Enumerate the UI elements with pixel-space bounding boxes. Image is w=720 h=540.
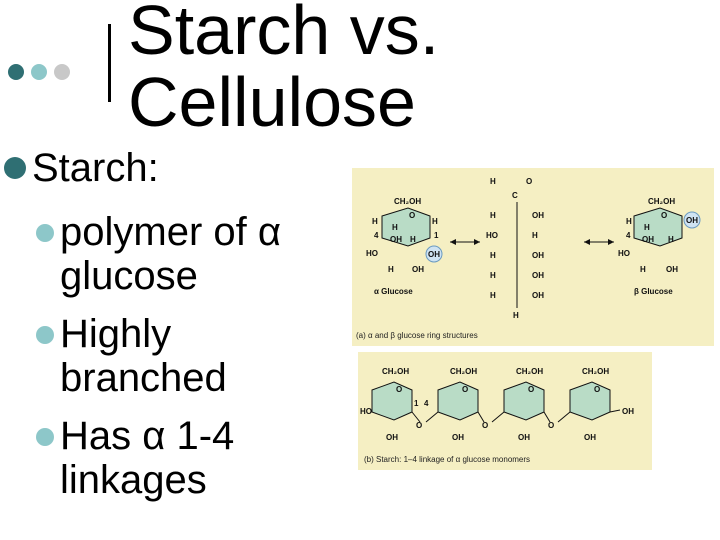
atom-label: 1 bbox=[434, 231, 439, 240]
atom-label: OH bbox=[452, 433, 464, 442]
starch-chain: CH₂OH O HO OH 1 4 O CH₂OH O OH O CH₂OH O… bbox=[360, 367, 634, 442]
atom-label: O bbox=[416, 421, 422, 430]
atom-label: CH₂OH bbox=[648, 197, 675, 206]
atom-label: H bbox=[490, 251, 496, 260]
atom-label: H bbox=[410, 235, 416, 244]
atom-label: O bbox=[548, 421, 554, 430]
starch-heading: Starch: bbox=[4, 146, 159, 190]
atom-label: OH bbox=[428, 250, 440, 259]
figure-a-caption: (a) α and β glucose ring structures bbox=[356, 331, 478, 340]
atom-label: O bbox=[528, 385, 534, 394]
atom-label: OH bbox=[622, 407, 634, 416]
title-line-1: Starch vs. bbox=[128, 0, 440, 69]
atom-label: O bbox=[482, 421, 488, 430]
atom-label: HO bbox=[618, 249, 630, 258]
atom-label: H bbox=[490, 177, 496, 186]
atom-label: O bbox=[396, 385, 402, 394]
atom-label: H bbox=[532, 231, 538, 240]
bullet-line: polymer of α bbox=[60, 210, 281, 254]
atom-label: H bbox=[490, 211, 496, 220]
atom-label: H bbox=[640, 265, 646, 274]
alpha-glucose-label: α Glucose bbox=[374, 287, 413, 296]
atom-label: OH bbox=[686, 216, 698, 225]
atom-label: H bbox=[372, 217, 378, 226]
bullet-line: glucose bbox=[60, 254, 198, 298]
heading-text: Starch: bbox=[32, 146, 159, 190]
atom-label: O bbox=[526, 177, 532, 186]
open-chain-glucose: H O C H OH HO H H OH H OH H OH H bbox=[486, 177, 544, 320]
atom-label: 1 bbox=[414, 399, 419, 408]
atom-label: H bbox=[388, 265, 394, 274]
atom-label: OH bbox=[412, 265, 424, 274]
bullet-item: Highly branched bbox=[32, 312, 362, 400]
atom-label: OH bbox=[666, 265, 678, 274]
atom-label: H bbox=[626, 217, 632, 226]
atom-label: HO bbox=[360, 407, 372, 416]
atom-label: O bbox=[462, 385, 468, 394]
beta-glucose-ring: CH₂OH O H OH H OH H 4 HO H OH β Glucose bbox=[618, 197, 701, 296]
bullet-line: Has α 1-4 bbox=[60, 414, 235, 458]
dot-mid bbox=[31, 64, 47, 80]
atom-label: OH bbox=[532, 211, 544, 220]
atom-label: H bbox=[490, 271, 496, 280]
atom-label: HO bbox=[366, 249, 378, 258]
atom-label: O bbox=[409, 211, 415, 220]
atom-label: OH bbox=[386, 433, 398, 442]
atom-label: OH bbox=[390, 235, 402, 244]
atom-label: CH₂OH bbox=[582, 367, 609, 376]
title-divider bbox=[108, 24, 111, 102]
bullet-line: branched bbox=[60, 356, 227, 400]
dot-dark bbox=[8, 64, 24, 80]
figure-glucose-structures: CH₂OH O H H H OH H 4 1 HO H OH OH α Gluc… bbox=[352, 168, 714, 346]
atom-label: CH₂OH bbox=[450, 367, 477, 376]
atom-label: OH bbox=[584, 433, 596, 442]
atom-label: CH₂OH bbox=[394, 197, 421, 206]
atom-label: H bbox=[392, 223, 398, 232]
title-line-2: Cellulose bbox=[128, 63, 416, 141]
bullet-list: polymer of α glucose Highly branched Has… bbox=[32, 210, 362, 516]
atom-label: CH₂OH bbox=[382, 367, 409, 376]
atom-label: C bbox=[512, 191, 518, 200]
figure-b-caption: (b) Starch: 1–4 linkage of α glucose mon… bbox=[364, 455, 530, 464]
bullet-item: polymer of α glucose bbox=[32, 210, 362, 298]
atom-label: 4 bbox=[374, 231, 379, 240]
atom-label: H bbox=[644, 223, 650, 232]
dot-light bbox=[54, 64, 70, 80]
atom-label: O bbox=[594, 385, 600, 394]
atom-label: CH₂OH bbox=[516, 367, 543, 376]
atom-label: OH bbox=[532, 291, 544, 300]
atom-label: OH bbox=[518, 433, 530, 442]
bullet-dot-icon bbox=[36, 224, 54, 242]
bullet-dot-icon bbox=[36, 326, 54, 344]
alpha-glucose-ring: CH₂OH O H H H OH H 4 1 HO H OH OH α Gluc… bbox=[366, 197, 443, 296]
atom-label: H bbox=[490, 291, 496, 300]
atom-label: 4 bbox=[424, 399, 429, 408]
atom-label: OH bbox=[532, 251, 544, 260]
atom-label: H bbox=[513, 311, 519, 320]
bullet-item: Has α 1-4 linkages bbox=[32, 414, 362, 502]
bullet-line: Highly bbox=[60, 312, 172, 356]
bullet-line: linkages bbox=[60, 458, 207, 502]
beta-glucose-label: β Glucose bbox=[634, 287, 673, 296]
atom-label: 4 bbox=[626, 231, 631, 240]
atom-label: HO bbox=[486, 231, 498, 240]
atom-label: OH bbox=[642, 235, 654, 244]
atom-label: OH bbox=[532, 271, 544, 280]
slide-title: Starch vs. Cellulose bbox=[128, 0, 508, 138]
atom-label: H bbox=[668, 235, 674, 244]
figure-starch-chain: CH₂OH O HO OH 1 4 O CH₂OH O OH O CH₂OH O… bbox=[358, 352, 652, 470]
bullet-dot-icon bbox=[4, 157, 26, 179]
atom-label: O bbox=[661, 211, 667, 220]
atom-label: H bbox=[432, 217, 438, 226]
decorative-dots bbox=[8, 64, 70, 80]
bullet-dot-icon bbox=[36, 428, 54, 446]
